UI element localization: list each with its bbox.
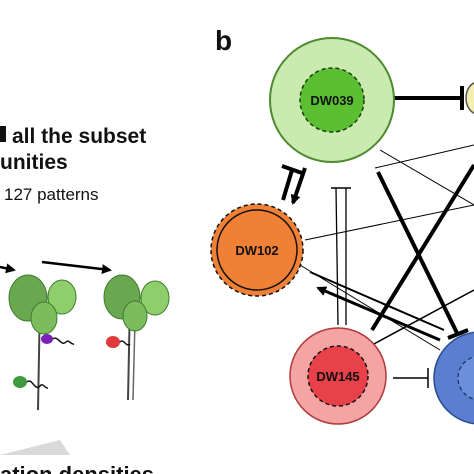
plant-icon-2 bbox=[103, 274, 170, 401]
edge-dw102-dw145-thin bbox=[299, 264, 441, 351]
patterns-text: 127 patterns bbox=[4, 185, 99, 204]
edge-dw039-right-thin-2 bbox=[374, 144, 474, 169]
microbe-red-icon bbox=[106, 336, 131, 348]
node-blue-partial bbox=[433, 331, 474, 425]
node-blue-inner bbox=[457, 356, 474, 400]
panel-b-label: b bbox=[215, 25, 232, 56]
edge-dw145-to-topright-thick bbox=[370, 163, 474, 332]
edge-blue-to-dw102-arrow-2 bbox=[309, 271, 445, 331]
node-dw102: DW102 bbox=[210, 203, 304, 297]
node-dw145-label: DW145 bbox=[316, 369, 359, 384]
node-dw102-inner bbox=[216, 209, 298, 291]
node-blue-outer bbox=[433, 331, 474, 425]
heading-line-1: all the subset bbox=[12, 125, 146, 148]
node-yellow-shape bbox=[465, 82, 474, 114]
timeline-arrow-1 bbox=[0, 263, 16, 274]
edge-dw039-right-thin-1 bbox=[379, 149, 474, 206]
plant-icon-1 bbox=[8, 274, 77, 411]
timeline-arrow-2 bbox=[41, 260, 112, 275]
microbe-green-icon bbox=[13, 376, 49, 389]
node-dw145: DW145 bbox=[289, 327, 387, 425]
edge-dw039-to-dw102-arrow bbox=[290, 167, 307, 205]
network-edges bbox=[281, 86, 474, 388]
node-dw039-label: DW039 bbox=[310, 93, 353, 108]
node-dw039-inner bbox=[299, 67, 365, 133]
edge-dw039-to-blue-bar bbox=[447, 328, 469, 340]
node-yellow-partial bbox=[465, 82, 474, 114]
edge-dw102-right-thin bbox=[304, 204, 474, 241]
edge-dw145-to-right-thin bbox=[371, 289, 474, 346]
node-dw102-outer bbox=[210, 203, 304, 297]
edge-dw102-to-dw039-inhibit-bar bbox=[281, 164, 303, 175]
edge-dw102-to-dw039-inhibit bbox=[281, 169, 294, 201]
density-gradient-bar bbox=[0, 440, 70, 455]
heading-line-2: unities bbox=[0, 151, 68, 174]
right-panel: b bbox=[210, 25, 474, 425]
microbe-purple-icon bbox=[41, 334, 75, 345]
edge-dw039-dw145-line-a bbox=[335, 187, 339, 326]
node-dw102-label: DW102 bbox=[235, 243, 278, 258]
edge-blue-to-dw102-arrow-1 bbox=[316, 286, 441, 342]
node-dw145-inner bbox=[307, 345, 369, 407]
cropped-glyph-fragment bbox=[0, 126, 6, 142]
left-panel: all the subset unities 127 patterns bbox=[0, 125, 170, 474]
bottom-caption: ation densities bbox=[0, 462, 154, 474]
node-dw039: DW039 bbox=[269, 37, 395, 163]
